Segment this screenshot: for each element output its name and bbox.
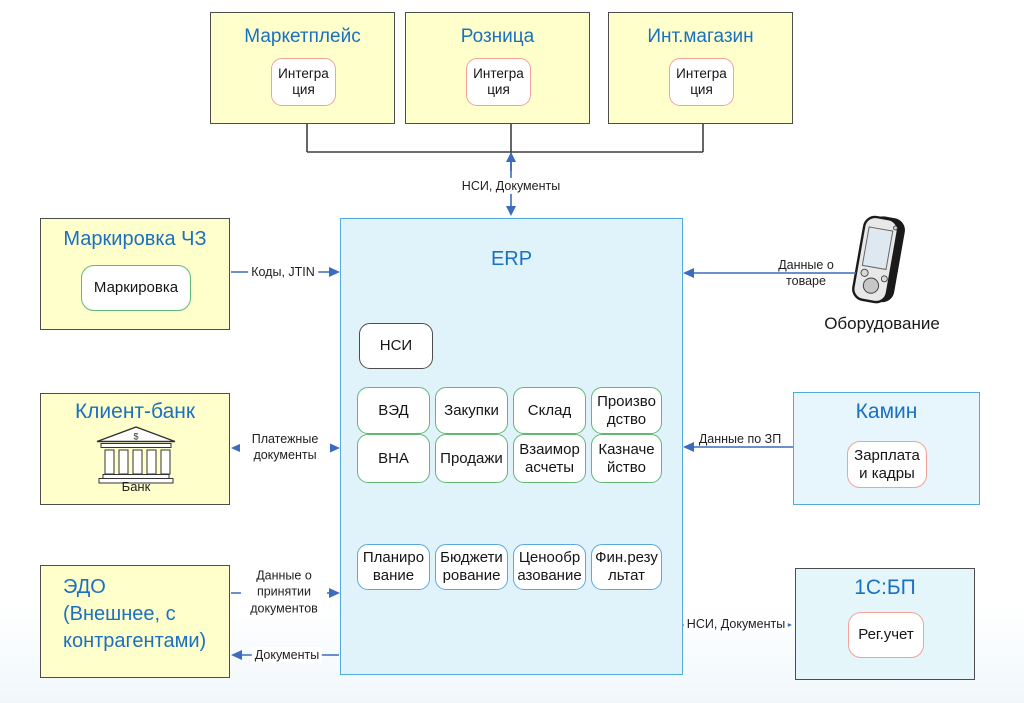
online-store-box: Инт.магазин Интеграция <box>608 12 793 124</box>
flow-label-salary-data: Данные по ЗП <box>698 431 782 446</box>
top-connector-lines <box>306 124 704 171</box>
flow-label-top-nsi-documents: НСИ, Документы <box>458 177 564 195</box>
1c-bp-box: 1С:БП Рег.учет <box>795 568 975 680</box>
1c-bp-title: 1С:БП <box>854 576 916 599</box>
erp-module-prodazhi: Продажи <box>435 434 508 483</box>
erp-module-kaznacheystvo: Казначейство <box>591 434 662 483</box>
kamin-title: Камин <box>855 400 918 423</box>
marketplace-box: Маркетплейс Интеграция <box>210 12 395 124</box>
retail-title: Розница <box>460 26 535 47</box>
client-bank-title: Клиент-банк <box>74 400 196 423</box>
kamin-module: Зарплата и кадры <box>847 441 927 488</box>
erp-module-sklad: Склад <box>513 387 586 434</box>
online-store-integration-module: Интеграция <box>669 58 734 106</box>
retail-box: Розница Интеграция <box>405 12 590 124</box>
client-bank-box: Клиент-банк $ Банк <box>40 393 230 505</box>
bank-dollar-sign: $ <box>133 432 138 442</box>
erp-module-planirovanie: Планирование <box>357 544 430 590</box>
marking-chz-title: Маркировка ЧЗ <box>63 228 207 250</box>
erp-green-row-2: ВНА Продажи Взаиморасчеты Казначейство <box>357 434 662 483</box>
marking-chz-box: Маркировка ЧЗ Маркировка <box>40 218 230 330</box>
pda-device-icon <box>852 215 905 304</box>
erp-module-ved: ВЭД <box>357 387 430 434</box>
erp-module-tsenoobrazovanie: Ценообразование <box>513 544 586 590</box>
erp-module-nsi: НСИ <box>359 323 433 369</box>
erp-title: ERP <box>490 248 533 270</box>
erp-module-vzaimoraschety: Взаиморасчеты <box>513 434 586 483</box>
online-store-title: Инт.магазин <box>647 26 754 47</box>
erp-module-byudzhetirovanie: Бюджетирование <box>435 544 508 590</box>
retail-integration-module: Интеграция <box>466 58 531 106</box>
edo-title: ЭДО (Внешнее, с контрагентами) <box>63 576 207 652</box>
marking-module: Маркировка <box>81 265 191 311</box>
marketplace-integration-module: Интеграция <box>271 58 336 106</box>
kamin-box: Камин Зарплата и кадры <box>793 392 980 505</box>
flow-label-bp-nsi-documents: НСИ, Документы <box>683 615 789 633</box>
flow-label-kody-jtin: Коды, JTIN <box>248 263 318 281</box>
edo-box: ЭДО (Внешнее, с контрагентами) <box>40 565 230 678</box>
flow-label-payment-documents: Платежные документы <box>240 430 330 464</box>
equipment-label: Оборудование <box>824 314 940 333</box>
erp-module-proizvodstvo: Производство <box>591 387 662 434</box>
flow-label-acceptance-data: Данные о принятии документов <box>241 567 327 617</box>
erp-box: ERP НСИ ВЭД Закупки Склад Производство В… <box>340 218 683 675</box>
flow-label-documents: Документы <box>251 646 323 664</box>
marketplace-title: Маркетплейс <box>244 26 361 47</box>
erp-module-vna: ВНА <box>357 434 430 483</box>
erp-green-row-1: ВЭД Закупки Склад Производство <box>357 387 662 434</box>
bank-icon: $ <box>96 426 176 484</box>
erp-module-zakupki: Закупки <box>435 387 508 434</box>
erp-module-finrezultat: Фин.результат <box>591 544 662 590</box>
erp-blue-row: Планирование Бюджетирование Ценообразова… <box>357 544 662 590</box>
reg-uchet-module: Рег.учет <box>848 612 924 658</box>
bank-caption: Банк <box>121 479 151 494</box>
flow-label-product-data: Данные о товаре <box>778 257 834 288</box>
